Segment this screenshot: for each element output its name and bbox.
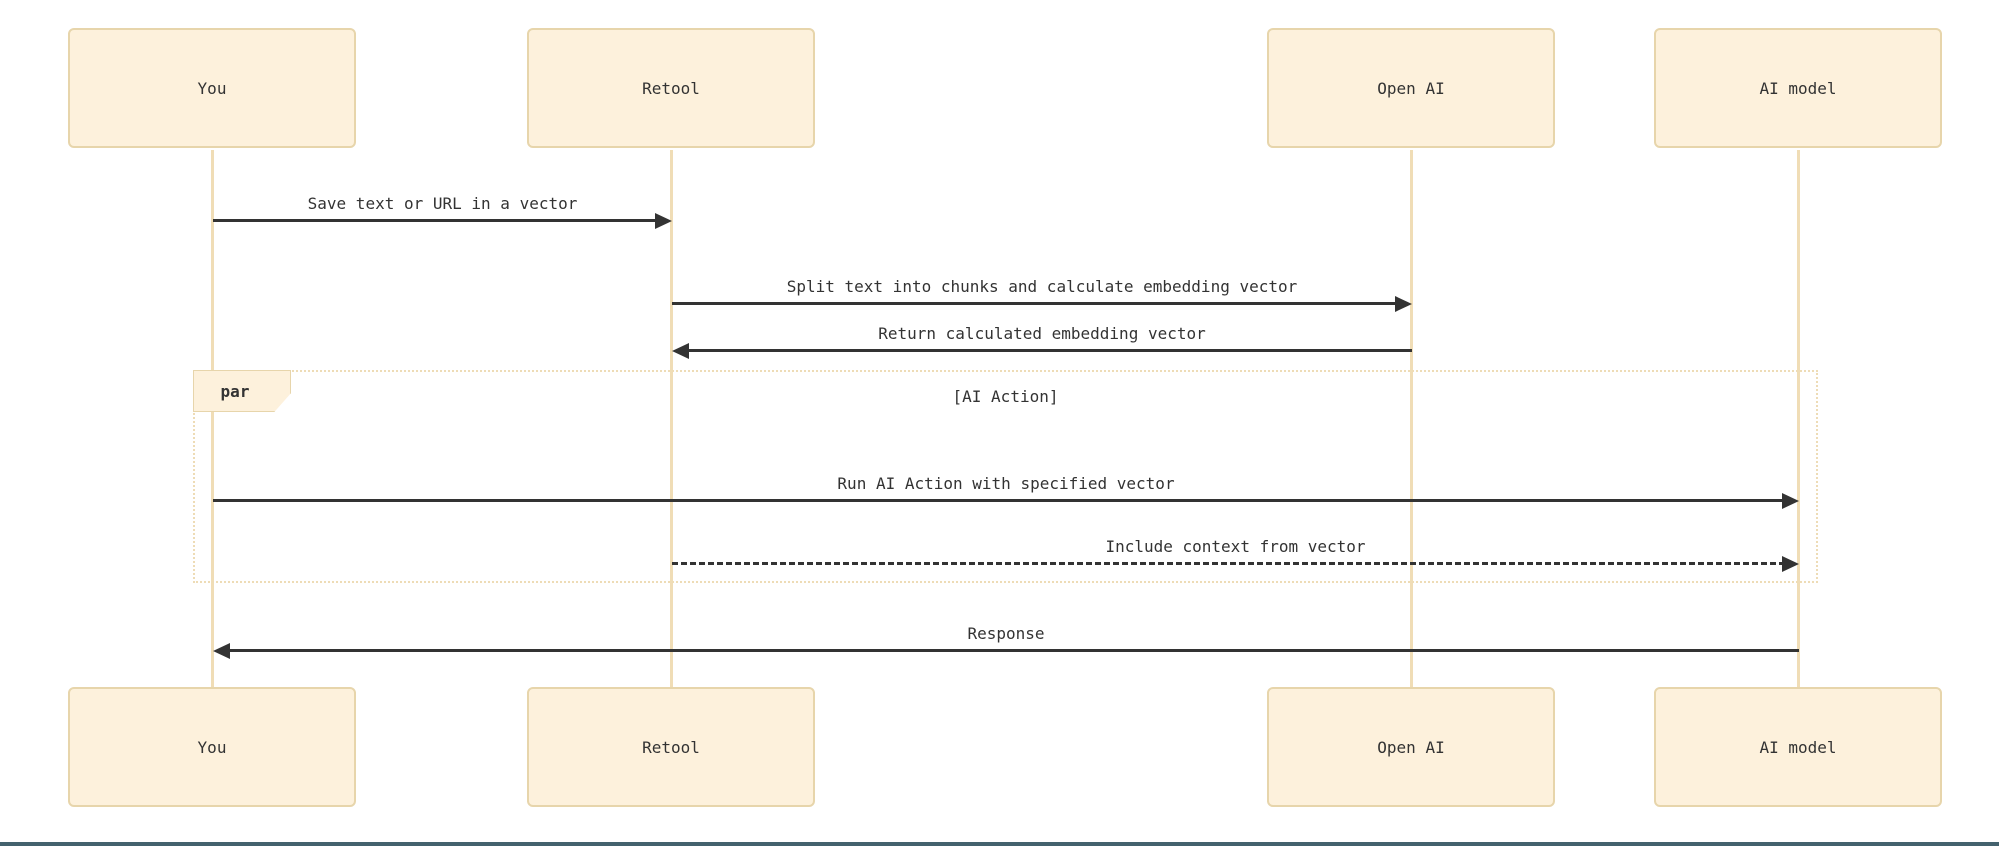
- message-return-vector: Return calculated embedding vector: [672, 312, 1412, 359]
- actor-label-you: You: [197, 78, 227, 98]
- arrowhead-right-icon: [1782, 493, 1799, 509]
- par-section-label: [AI Action]: [952, 387, 1059, 406]
- actor-box-ai-model-bottom: AI model: [1654, 687, 1942, 807]
- message-line: [227, 649, 1799, 652]
- arrowhead-right-icon: [1395, 296, 1412, 312]
- actor-label-retool: Retool: [642, 737, 700, 757]
- lifeline-ai-model: [1797, 150, 1800, 689]
- actor-label-you: You: [197, 737, 227, 757]
- actor-label-ai-model: AI model: [1759, 78, 1837, 98]
- message-line-dashed: [672, 562, 1785, 565]
- message-label: Response: [967, 624, 1045, 643]
- message-include-context: Include context from vector: [672, 525, 1799, 572]
- message-line: [213, 499, 1785, 502]
- message-line: [672, 302, 1398, 305]
- arrowhead-left-icon: [672, 343, 689, 359]
- message-label: Include context from vector: [1105, 537, 1366, 556]
- actor-label-ai-model: AI model: [1759, 737, 1837, 757]
- arrowhead-right-icon: [655, 213, 672, 229]
- message-label: Save text or URL in a vector: [307, 194, 578, 213]
- lifeline-open-ai: [1410, 150, 1413, 689]
- actor-box-open-ai-bottom: Open AI: [1267, 687, 1555, 807]
- actor-box-ai-model-top: AI model: [1654, 28, 1942, 148]
- message-line: [213, 219, 658, 222]
- message-split-text: Split text into chunks and calculate emb…: [672, 265, 1412, 312]
- actor-label-open-ai: Open AI: [1377, 737, 1445, 757]
- message-response: Response: [213, 612, 1799, 659]
- actor-box-you-bottom: You: [68, 687, 356, 807]
- arrowhead-left-icon: [213, 643, 230, 659]
- message-line: [686, 349, 1412, 352]
- message-run-ai-action: Run AI Action with specified vector: [213, 462, 1799, 509]
- actor-box-retool-top: Retool: [527, 28, 815, 148]
- message-label: Run AI Action with specified vector: [837, 474, 1175, 493]
- actor-box-you-top: You: [68, 28, 356, 148]
- message-label: Return calculated embedding vector: [878, 324, 1206, 343]
- par-frame: par [AI Action]: [193, 370, 1818, 583]
- lifeline-retool: [670, 150, 673, 689]
- lifeline-you: [211, 150, 214, 689]
- actor-box-retool-bottom: Retool: [527, 687, 815, 807]
- window-bottom-edge: [0, 842, 1999, 846]
- par-keyword-label: par: [193, 370, 291, 412]
- message-save-text: Save text or URL in a vector: [213, 182, 672, 229]
- actor-box-open-ai-top: Open AI: [1267, 28, 1555, 148]
- actor-label-retool: Retool: [642, 78, 700, 98]
- arrowhead-right-icon: [1782, 556, 1799, 572]
- message-label: Split text into chunks and calculate emb…: [786, 277, 1298, 296]
- actor-label-open-ai: Open AI: [1377, 78, 1445, 98]
